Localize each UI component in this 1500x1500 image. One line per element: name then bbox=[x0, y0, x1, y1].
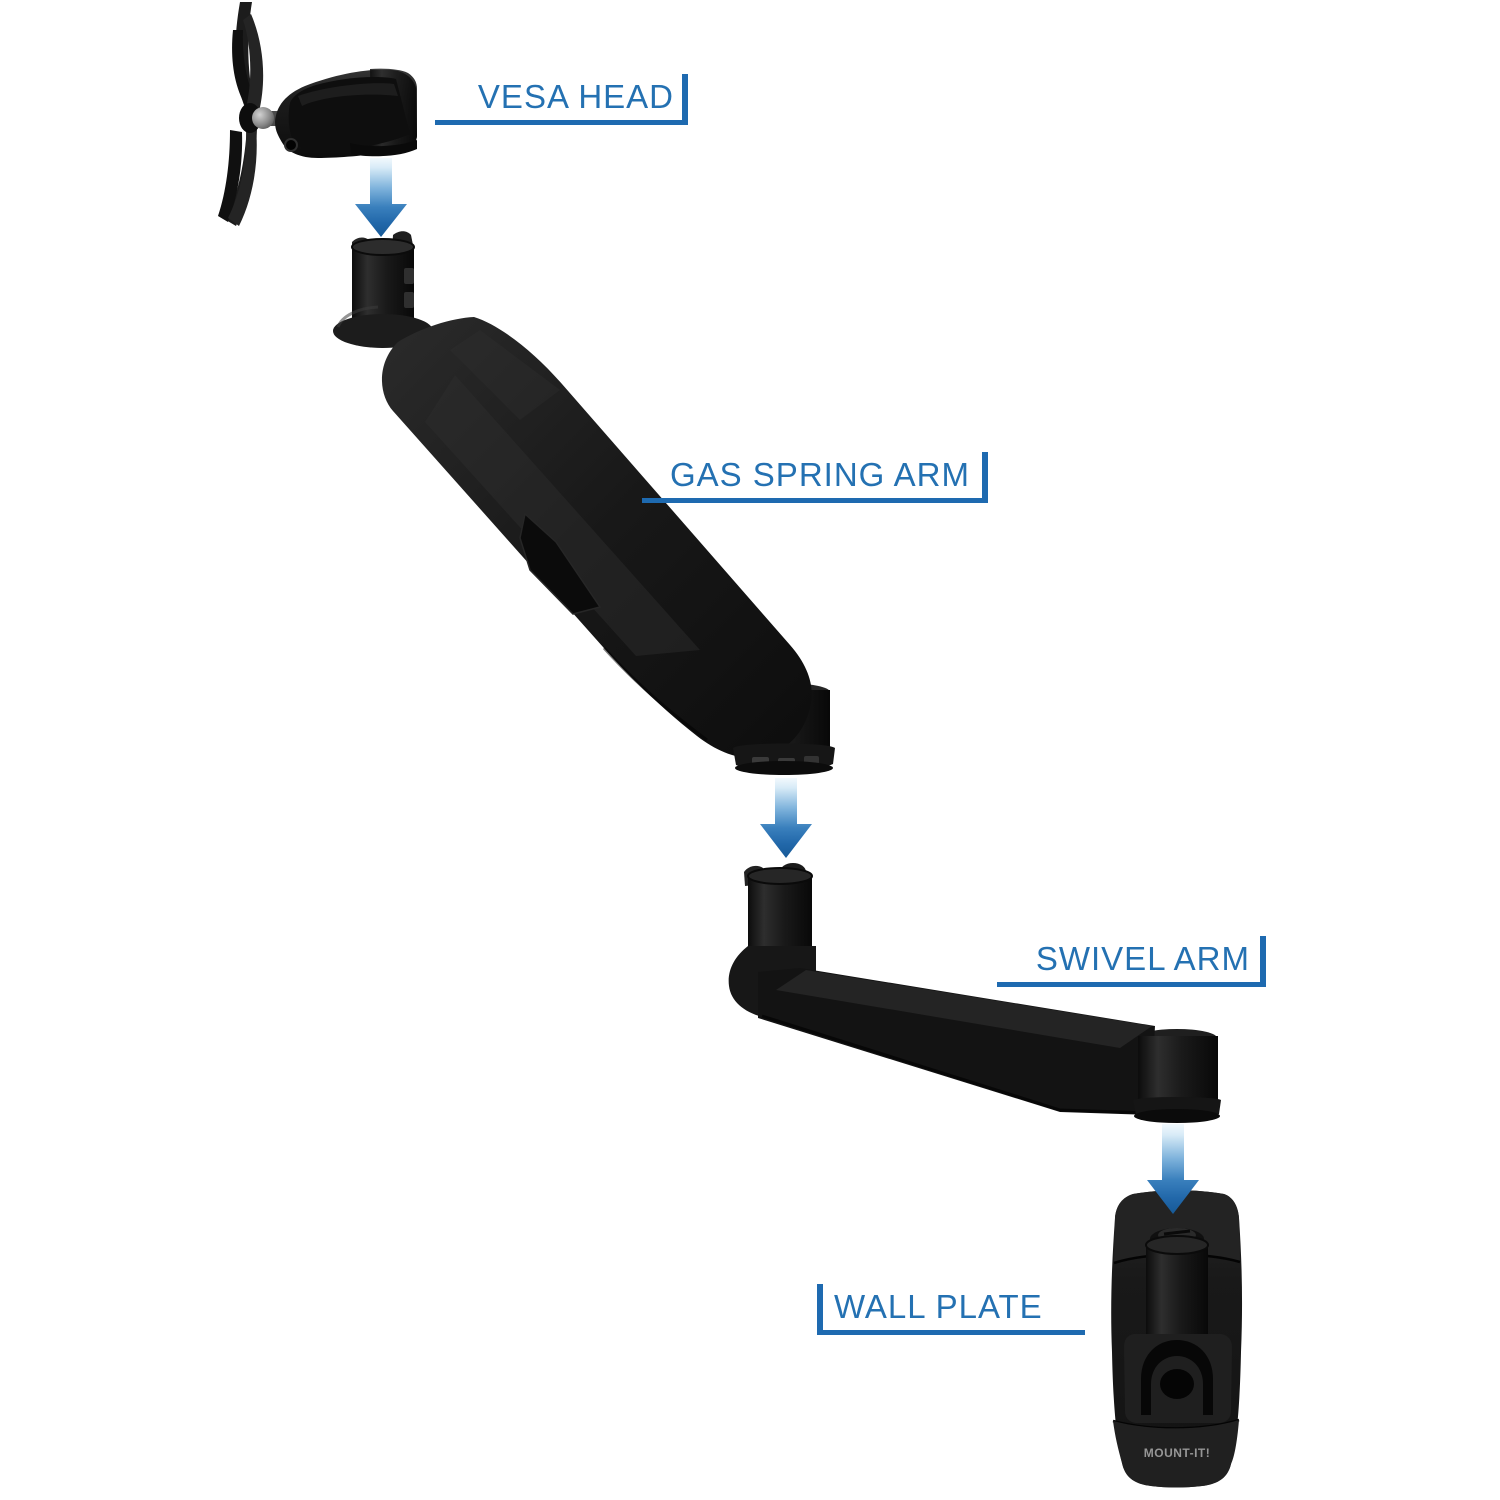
wall-plate-label: WALL PLATE bbox=[817, 1284, 1085, 1335]
brand-logo-text: MOUNT-IT! bbox=[1143, 1446, 1211, 1460]
vesa-head-part bbox=[218, 2, 417, 226]
vesa-head-label: VESA HEAD bbox=[435, 74, 688, 125]
gas-spring-arm-part bbox=[333, 231, 835, 775]
swivel-arm-label: SWIVEL ARM bbox=[997, 936, 1266, 987]
wall-plate-label-text: WALL PLATE bbox=[834, 1288, 1043, 1325]
down-arrow-icon-2 bbox=[760, 778, 812, 858]
swivel-arm-label-text: SWIVEL ARM bbox=[1035, 940, 1250, 977]
gas-spring-arm-label: GAS SPRING ARM bbox=[642, 452, 988, 503]
wall-plate-part bbox=[1111, 1190, 1243, 1488]
down-arrow-icon-1 bbox=[355, 158, 407, 237]
down-arrow-icon-3 bbox=[1147, 1124, 1199, 1214]
gas-spring-arm-label-text: GAS SPRING ARM bbox=[669, 456, 970, 493]
vesa-head-label-text: VESA HEAD bbox=[477, 78, 674, 115]
swivel-arm-part bbox=[728, 863, 1221, 1123]
